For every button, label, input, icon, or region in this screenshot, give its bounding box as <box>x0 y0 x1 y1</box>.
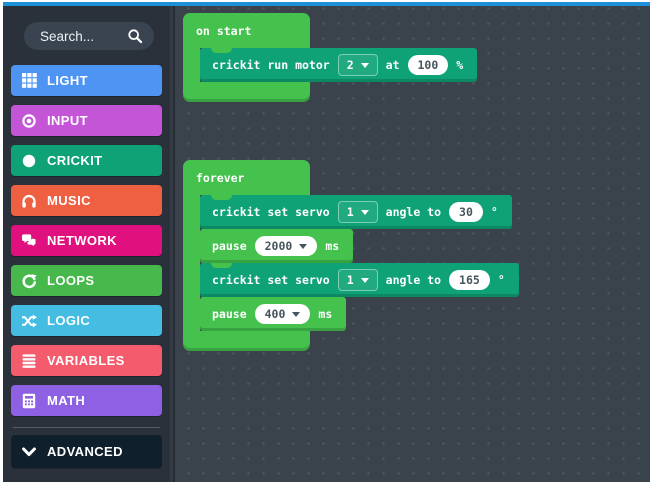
forever-spine <box>183 195 200 331</box>
block-crickit-set-servo-2[interactable]: crickit set servo 1 angle to 165 ° <box>200 263 519 297</box>
circle-icon <box>21 153 37 169</box>
search-icon[interactable] <box>127 28 143 44</box>
on-start-footer[interactable] <box>183 82 310 102</box>
block-forever[interactable]: forever crickit set servo 1 angle to <box>183 160 519 351</box>
category-math[interactable]: MATH <box>11 385 162 416</box>
search-box[interactable] <box>24 22 154 50</box>
list-icon <box>21 353 37 369</box>
chevron-down-icon <box>21 444 37 460</box>
chevron-down-icon <box>360 209 369 215</box>
block-crickit-run-motor[interactable]: crickit run motor 2 at 100 % <box>200 48 478 82</box>
block-label: ms <box>318 307 333 321</box>
block-label: at <box>385 58 400 72</box>
block-label: angle to <box>385 205 442 219</box>
headphones-icon <box>21 193 37 209</box>
category-label: ADVANCED <box>47 444 123 459</box>
category-network[interactable]: NETWORK <box>11 225 162 256</box>
block-label: crickit run motor <box>212 58 330 72</box>
dropdown-value: 1 <box>346 205 354 219</box>
pause-duration-dropdown[interactable]: 400 <box>254 304 311 324</box>
comments-icon <box>21 233 37 249</box>
shuffle-icon <box>21 313 37 329</box>
block-workspace[interactable]: on start crickit run motor 2 at <box>173 6 650 482</box>
chevron-down-icon <box>292 311 301 317</box>
category-loops[interactable]: LOOPS <box>11 265 162 296</box>
grid-icon <box>21 73 37 89</box>
block-label: % <box>456 58 464 72</box>
block-label: crickit set servo <box>212 273 330 287</box>
category-label: LOOPS <box>47 273 95 288</box>
block-label: ° <box>497 273 505 287</box>
block-label: ° <box>490 205 498 219</box>
chevron-down-icon <box>360 62 369 68</box>
dropdown-value: 2 <box>346 58 354 72</box>
block-pause-2000[interactable]: pause 2000 ms <box>200 229 354 263</box>
category-music[interactable]: MUSIC <box>11 185 162 216</box>
category-crickit[interactable]: CRICKIT <box>11 145 162 176</box>
block-label: forever <box>196 170 245 185</box>
forever-footer[interactable] <box>183 331 310 351</box>
category-input[interactable]: INPUT <box>11 105 162 136</box>
refresh-icon <box>21 273 37 289</box>
servo-angle-value[interactable]: 165 <box>449 270 490 290</box>
category-light[interactable]: LIGHT <box>11 65 162 96</box>
value-text: 400 <box>264 307 286 321</box>
dot-circle-icon <box>21 113 37 129</box>
block-pause-400[interactable]: pause 400 ms <box>200 297 347 331</box>
value-text: 30 <box>459 205 473 219</box>
forever-header[interactable]: forever <box>183 160 310 195</box>
calculator-icon <box>21 393 37 409</box>
servo-angle-value[interactable]: 30 <box>449 202 483 222</box>
category-label: MATH <box>47 393 86 408</box>
editor-main: LIGHT INPUT CRICKIT MUSIC <box>3 6 650 482</box>
category-advanced[interactable]: ADVANCED <box>11 435 162 468</box>
servo-number-dropdown[interactable]: 1 <box>337 269 378 291</box>
category-label: LOGIC <box>47 313 91 328</box>
category-label: VARIABLES <box>47 353 125 368</box>
block-label: angle to <box>385 273 442 287</box>
on-start-spine <box>183 48 200 82</box>
category-label: LIGHT <box>47 73 88 88</box>
category-label: INPUT <box>47 113 88 128</box>
block-crickit-set-servo-1[interactable]: crickit set servo 1 angle to 30 ° <box>200 195 512 229</box>
block-label: crickit set servo <box>212 205 330 219</box>
block-label: pause <box>212 307 247 321</box>
category-label: NETWORK <box>47 233 117 248</box>
motor-speed-value[interactable]: 100 <box>407 55 449 75</box>
motor-number-dropdown[interactable]: 2 <box>337 54 378 76</box>
value-text: 2000 <box>264 239 293 253</box>
category-label: CRICKIT <box>47 153 103 168</box>
block-on-start[interactable]: on start crickit run motor 2 at <box>183 13 478 102</box>
block-label: on start <box>196 23 252 38</box>
dropdown-value: 1 <box>346 273 354 287</box>
value-text: 100 <box>417 58 439 72</box>
top-accent-line <box>3 2 650 6</box>
value-text: 165 <box>459 273 480 287</box>
makecode-editor: LIGHT INPUT CRICKIT MUSIC <box>3 2 650 482</box>
category-variables[interactable]: VARIABLES <box>11 345 162 376</box>
servo-number-dropdown[interactable]: 1 <box>337 201 378 223</box>
category-label: MUSIC <box>47 193 91 208</box>
pause-duration-dropdown[interactable]: 2000 <box>254 236 318 256</box>
chevron-down-icon <box>360 277 369 283</box>
search-input[interactable] <box>38 27 127 45</box>
category-logic[interactable]: LOGIC <box>11 305 162 336</box>
block-label: ms <box>325 239 340 253</box>
toolbox-sidebar: LIGHT INPUT CRICKIT MUSIC <box>3 6 173 482</box>
sidebar-divider <box>13 427 160 428</box>
chevron-down-icon <box>299 243 308 249</box>
on-start-header[interactable]: on start <box>183 13 310 48</box>
block-label: pause <box>212 239 247 253</box>
